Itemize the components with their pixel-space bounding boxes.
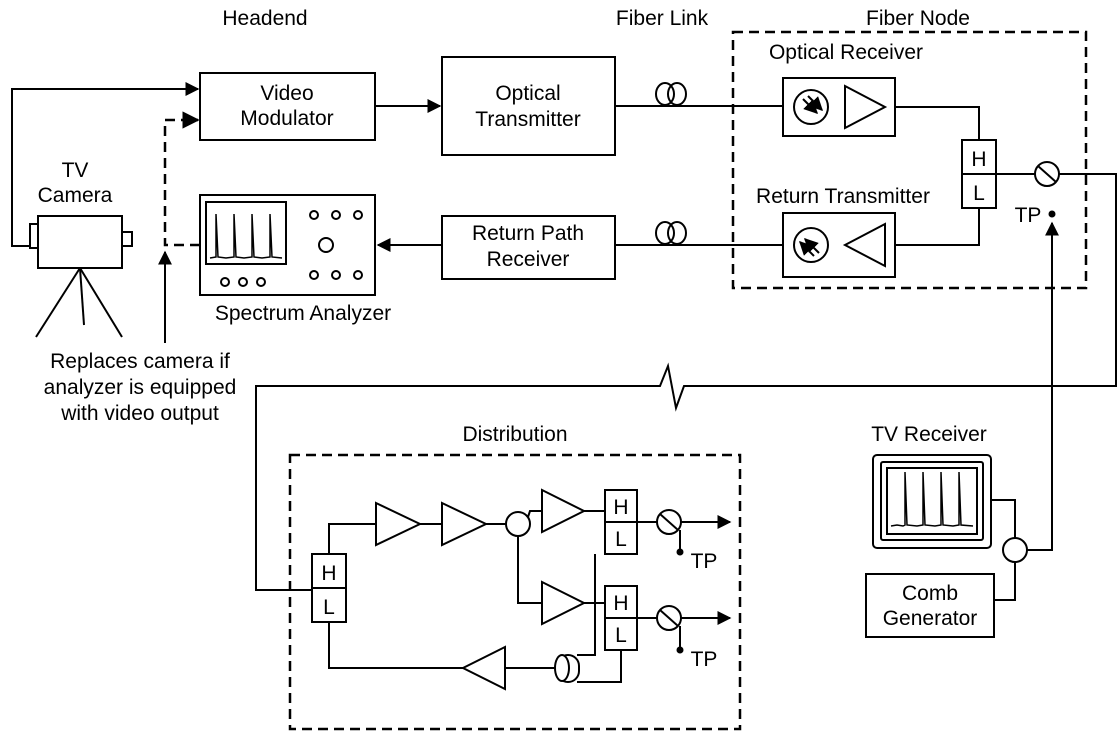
fiber-node-title: Fiber Node	[866, 7, 970, 30]
return-combiner	[554, 654, 580, 683]
return-transmitter	[782, 212, 896, 278]
note-line3: with video output	[60, 402, 219, 425]
branch-amplifier-2	[541, 580, 587, 626]
camera-label-line2: Camera	[38, 184, 113, 207]
tv-receiver-label: TV Receiver	[871, 423, 987, 446]
fiber-link-title: Fiber Link	[616, 7, 709, 30]
branch2-test-point-label: TP	[691, 648, 718, 671]
long-distance-break-line	[255, 362, 700, 591]
test-signal-line	[1027, 221, 1059, 551]
optical-receiver-label: Optical Receiver	[769, 41, 923, 64]
node-diplex-low: L	[973, 182, 985, 205]
branch-1-diplex-filter: H L	[604, 489, 638, 555]
spectrum-analyzer-label: Spectrum Analyzer	[215, 302, 391, 325]
test-combiner	[1002, 537, 1028, 563]
distribution-diplex-filter: H L	[311, 553, 347, 623]
node-diplex-filter: H L	[961, 139, 997, 209]
note-line2: analyzer is equipped	[44, 376, 237, 399]
return-fiber-link	[615, 221, 783, 246]
analyzer-screen	[205, 201, 287, 265]
headend-title: Headend	[222, 7, 307, 30]
branch-1-tap-coupler	[656, 509, 682, 535]
analyzer-trace	[209, 213, 283, 259]
amplifier-icon	[842, 222, 886, 268]
dist-diplex-low: L	[323, 596, 335, 619]
camera-body	[37, 215, 123, 269]
photodetector-icon	[793, 89, 829, 125]
tv-receiver	[872, 454, 992, 549]
optical-transmitter-line2: Transmitter	[475, 108, 580, 131]
video-modulator-line2: Modulator	[240, 107, 333, 130]
forward-fiber-link	[615, 82, 783, 107]
return-path-receiver-line2: Receiver	[487, 248, 570, 271]
optical-receiver	[782, 77, 896, 137]
branch2-diplex-high: H	[613, 592, 628, 615]
video-modulator-line1: Video	[260, 82, 313, 105]
comb-generator: Comb Generator	[865, 573, 995, 638]
return-path-receiver: Return Path Receiver	[441, 215, 616, 280]
tv-trace	[890, 471, 974, 527]
camera-lens	[121, 231, 133, 247]
branch1-test-point-label: TP	[691, 550, 718, 573]
node-tap-coupler	[1034, 161, 1060, 187]
distribution-boundary	[288, 453, 742, 731]
comb-generator-line2: Generator	[883, 607, 978, 630]
analyzer-video-output-line	[163, 111, 200, 247]
node-diplex-high: H	[971, 148, 986, 171]
amplifier-icon	[844, 84, 888, 130]
tv-screen	[886, 467, 978, 535]
branch-amplifier-1	[541, 488, 587, 534]
branch1-diplex-low: L	[615, 528, 627, 551]
video-modulator: Video Modulator	[199, 72, 376, 141]
note-line1: Replaces camera if	[50, 350, 230, 373]
laser-icon	[793, 227, 829, 263]
comb-generator-line1: Comb	[902, 582, 958, 605]
return-path-receiver-line1: Return Path	[472, 222, 584, 245]
optical-transmitter: Optical Transmitter	[441, 56, 616, 156]
branch2-diplex-low: L	[615, 624, 627, 647]
node-test-point-label: TP	[1015, 204, 1042, 227]
node-test-point	[1048, 210, 1056, 218]
branch-2-tap-coupler	[656, 605, 682, 631]
branch1-diplex-high: H	[613, 496, 628, 519]
optical-transmitter-line1: Optical	[495, 82, 560, 105]
camera-label-line1: TV	[62, 159, 89, 182]
dist-diplex-high: H	[321, 562, 336, 585]
trunk-line	[700, 173, 1117, 387]
fiber-node-boundary	[731, 30, 1088, 290]
return-amplifier	[460, 645, 506, 691]
distribution-splitter	[505, 511, 531, 537]
camera-to-modulator-line	[11, 82, 200, 247]
forward-amplifier-1	[375, 501, 423, 547]
branch-2-diplex-filter: H L	[604, 585, 638, 651]
return-transmitter-label: Return Transmitter	[756, 185, 930, 208]
forward-amplifier-2	[441, 501, 489, 547]
spectrum-analyzer	[199, 194, 376, 296]
distribution-title: Distribution	[462, 423, 567, 446]
tv-camera: TV Camera	[29, 159, 133, 338]
